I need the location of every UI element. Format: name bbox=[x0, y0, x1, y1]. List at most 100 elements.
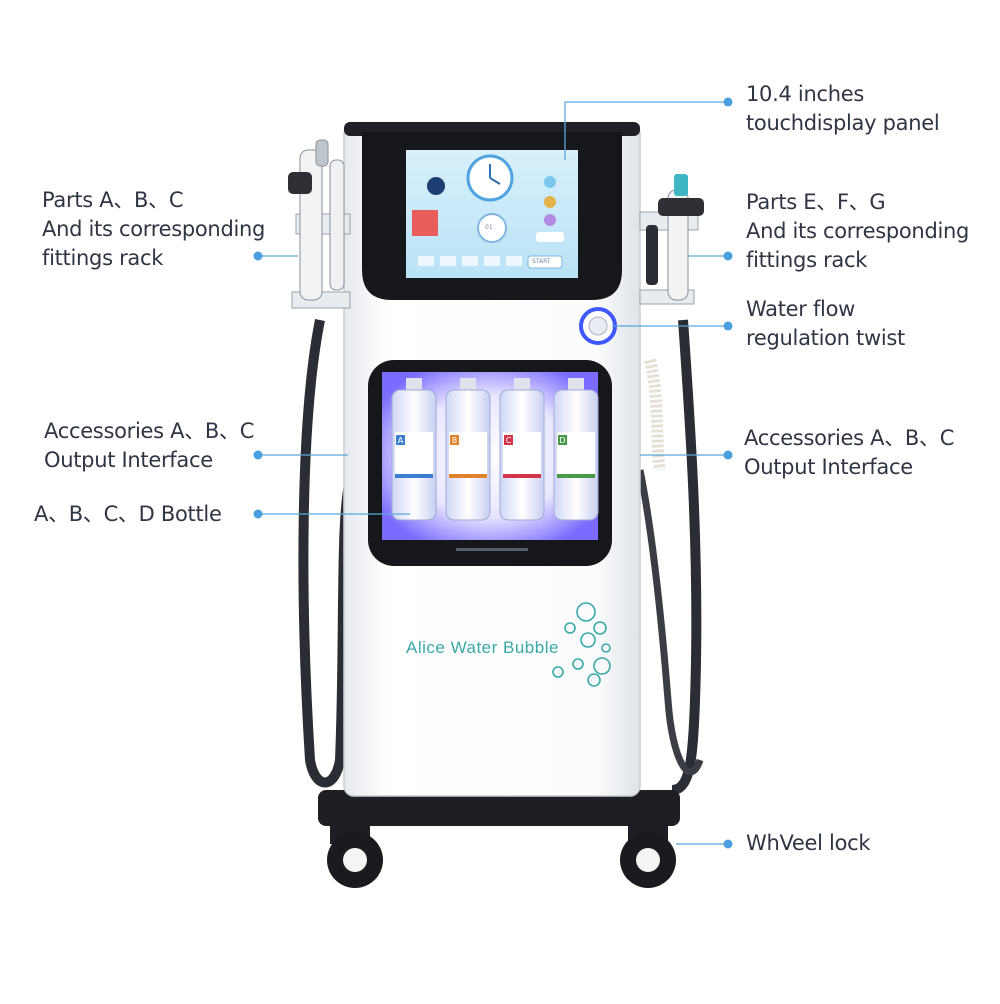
left-handpiece-head bbox=[288, 172, 312, 194]
label-bottles: A、B、C、D Bottle bbox=[34, 500, 222, 529]
callout-dot-bottles bbox=[253, 509, 263, 519]
screen-tool-5 bbox=[506, 256, 522, 266]
label-accessories-right-line1: Accessories A、B、C bbox=[744, 426, 955, 450]
label-parts-abc-line1: Parts A、B、C bbox=[42, 188, 184, 212]
screen-tool-4 bbox=[484, 256, 500, 266]
bottle-cap bbox=[406, 378, 422, 392]
bubble-5 bbox=[593, 657, 611, 675]
label-wheel-lock: WhVeel lock bbox=[746, 829, 871, 858]
bottle-letter-tag bbox=[504, 435, 513, 445]
bottle-letter: A bbox=[398, 436, 404, 445]
bottle-cap bbox=[460, 378, 476, 392]
bubble-9 bbox=[601, 643, 611, 653]
right-handpiece-tip bbox=[674, 174, 688, 196]
label-parts-efg-line2: And its corresponding bbox=[746, 219, 970, 243]
left-handpiece-tip bbox=[315, 139, 329, 167]
callout-dots bbox=[253, 97, 733, 849]
bottle-c: C bbox=[499, 378, 545, 521]
label-wheel-lock-line1: WhVeel lock bbox=[746, 831, 871, 855]
label-accessories-left: Accessories A、B、C Output Interface bbox=[44, 417, 254, 475]
callout-line-display bbox=[564, 101, 728, 160]
screen-drop-3 bbox=[544, 214, 556, 226]
wheel-right-hub bbox=[636, 848, 660, 872]
screen-dial-label: 01 bbox=[485, 224, 493, 231]
callout-dot-accessories-right bbox=[723, 450, 733, 460]
callout-dot-accessories-left bbox=[253, 450, 263, 460]
bottle-color-band bbox=[395, 474, 433, 478]
label-water-flow-line1: Water flow bbox=[746, 297, 856, 321]
bubble-7 bbox=[587, 673, 601, 687]
label-parts-efg: Parts E、F、G And its corresponding fittin… bbox=[746, 188, 969, 275]
right-handpiece-nozzle bbox=[658, 198, 704, 216]
label-water-flow: Water flow regulation twist bbox=[746, 295, 905, 353]
bottle-color-band bbox=[449, 474, 487, 478]
screen-tool-1 bbox=[418, 256, 434, 266]
left-handpiece-2 bbox=[329, 159, 345, 291]
label-parts-abc-line2: And its corresponding bbox=[42, 217, 266, 241]
label-parts-efg-line1: Parts E、F、G bbox=[746, 190, 886, 214]
bottle-letter-tag bbox=[450, 435, 459, 445]
bubble-6 bbox=[572, 658, 584, 670]
label-bottles-line1: A、B、C、D Bottle bbox=[34, 502, 222, 526]
right-hose bbox=[671, 319, 702, 795]
callout-dot-parts-abc bbox=[253, 251, 263, 261]
label-accessories-right: Accessories A、B、C Output Interface bbox=[744, 424, 954, 482]
bottle-letter: C bbox=[506, 436, 512, 445]
label-water-flow-line2: regulation twist bbox=[746, 326, 905, 350]
bottle-d: D bbox=[553, 378, 599, 521]
callout-dot-display bbox=[723, 97, 733, 107]
bubble-2 bbox=[593, 621, 607, 635]
screen-start-label: START bbox=[532, 258, 551, 265]
bottle-letter: D bbox=[559, 436, 565, 445]
screen-drop-1 bbox=[544, 176, 556, 188]
bottle-b: B bbox=[445, 378, 491, 521]
bottle-letter-tag bbox=[558, 435, 567, 445]
label-parts-abc-line3: fittings rack bbox=[42, 246, 164, 270]
label-accessories-right-line2: Output Interface bbox=[744, 455, 913, 479]
callout-dot-parts-efg bbox=[723, 251, 733, 261]
label-accessories-left-line1: Accessories A、B、C bbox=[44, 419, 255, 443]
label-display-panel: 10.4 inches touchdisplay panel bbox=[746, 80, 940, 138]
clock-hand-2 bbox=[489, 177, 501, 185]
bottle-letter-tag bbox=[396, 435, 405, 445]
bubble-1 bbox=[576, 602, 596, 622]
callout-dot-wheel-lock bbox=[723, 839, 733, 849]
brand-name: Alice Water Bubble bbox=[406, 638, 559, 657]
label-parts-efg-line3: fittings rack bbox=[746, 248, 868, 272]
bubble-8 bbox=[552, 666, 564, 678]
label-display-panel-line1: 10.4 inches bbox=[746, 82, 864, 106]
machine-base bbox=[318, 790, 680, 826]
bottle-letter: B bbox=[452, 436, 458, 445]
bubble-3 bbox=[564, 622, 576, 634]
screen-tool-icons bbox=[418, 256, 522, 266]
label-parts-abc: Parts A、B、C And its corresponding fittin… bbox=[42, 186, 265, 273]
bubble-4 bbox=[580, 632, 596, 648]
label-display-panel-line2: touchdisplay panel bbox=[746, 111, 940, 135]
right-hose-2 bbox=[636, 469, 704, 776]
bottle-cap bbox=[568, 378, 584, 392]
screen-dial bbox=[477, 213, 507, 243]
screen-start-button bbox=[527, 255, 563, 269]
bubbles-decoration bbox=[552, 602, 611, 687]
screen-drop-2 bbox=[544, 196, 556, 208]
screen-thumbnail bbox=[412, 210, 438, 236]
screen-tool-2 bbox=[440, 256, 456, 266]
white-coil-hose bbox=[644, 358, 666, 471]
label-accessories-left-line2: Output Interface bbox=[44, 448, 213, 472]
bottle-bay-slot bbox=[456, 548, 528, 551]
right-handpiece-2 bbox=[646, 225, 658, 285]
bottle-group: A B C D bbox=[391, 378, 599, 521]
left-hose bbox=[298, 319, 355, 788]
callout-lines bbox=[258, 101, 728, 845]
bottle-a: A bbox=[391, 378, 437, 521]
bottle-color-band bbox=[557, 474, 595, 478]
bottle-color-band bbox=[503, 474, 541, 478]
screen-tool-3 bbox=[462, 256, 478, 266]
bottle-cap bbox=[514, 378, 530, 392]
screen-handpiece-icon bbox=[427, 177, 445, 195]
wheel-left-hub bbox=[343, 848, 367, 872]
callout-dot-water-flow bbox=[723, 321, 733, 331]
knob-center bbox=[588, 316, 608, 336]
